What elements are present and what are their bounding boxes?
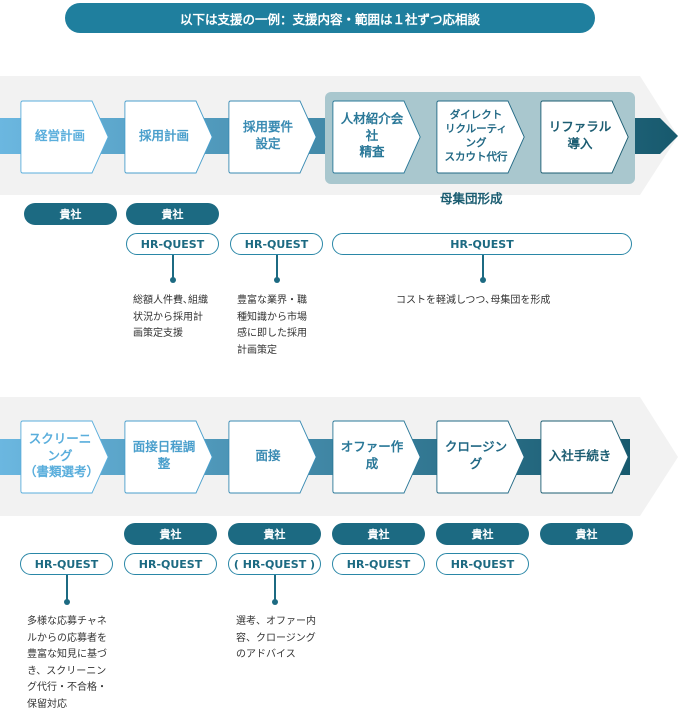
process-step: 入社手続き — [540, 420, 629, 494]
hrquest-badge: ( HR-QUEST ) — [228, 553, 321, 575]
note: 豊富な業界・職 種知識から市場 感に即した採用 計画策定 — [237, 295, 307, 356]
company-badge: 貴社 — [332, 523, 425, 545]
company-badge: 貴社 — [24, 203, 117, 225]
step-label: 採用計画 — [138, 127, 189, 143]
note: 総額人件費､組織 状況から採用計 画策定支援 — [133, 295, 208, 339]
hrquest-badge: HR-QUEST — [126, 233, 219, 255]
note: 多様な応募チャネ ルからの応募者を 豊富な知見に基づ き、スクリーニン グ代行・… — [27, 616, 107, 710]
step-label: リファラル 導入 — [548, 119, 612, 151]
process-step: 面接日程調整 — [124, 420, 213, 494]
step-label: 採用要件 設定 — [242, 119, 293, 151]
process-step: クロージング — [436, 420, 525, 494]
note: 選考、オファー内 容、クロージング のアドバイス — [236, 616, 316, 660]
step-label: クロージング — [444, 439, 508, 471]
group-label: 母集団形成 — [440, 191, 503, 206]
step-label: オファー作成 — [340, 439, 404, 471]
connector-line — [276, 255, 278, 279]
company-badge: 貴社 — [228, 523, 321, 545]
hrquest-badge: HR-QUEST — [436, 553, 529, 575]
connector-dot — [272, 599, 278, 605]
process-step: 採用計画 — [124, 100, 213, 174]
hrquest-badge: HR-QUEST — [230, 233, 323, 255]
hrquest-badge: HR-QUEST — [332, 233, 632, 255]
company-badge: 貴社 — [540, 523, 633, 545]
process-step: 経営計画 — [20, 100, 109, 174]
process-step: オファー作成 — [332, 420, 421, 494]
connector-line — [274, 575, 276, 601]
step-label: 入社手続き — [548, 447, 612, 463]
company-badge: 貴社 — [436, 523, 529, 545]
connector-dot — [274, 277, 280, 283]
process-step: 人材紹介会社 精査 — [332, 100, 421, 174]
connector-dot — [64, 599, 70, 605]
process-step: 面接 — [228, 420, 317, 494]
step-label: スクリーニング （書類選考） — [24, 430, 100, 480]
connector-line — [172, 255, 174, 279]
process-step: スクリーニング （書類選考） — [20, 420, 109, 494]
connector-line — [482, 255, 484, 279]
hrquest-badge: HR-QUEST — [124, 553, 217, 575]
step-label: 経営計画 — [34, 127, 85, 143]
step-label: ダイレクト リクルーティング スカウト代行 — [444, 108, 508, 164]
step-label: 面接 — [255, 447, 281, 463]
process-step: 採用要件 設定 — [228, 100, 317, 174]
hrquest-badge: HR-QUEST — [332, 553, 425, 575]
process-step: リファラル 導入 — [540, 100, 629, 174]
step-label: 人材紹介会社 精査 — [340, 110, 404, 160]
company-badge: 貴社 — [124, 523, 217, 545]
company-badge: 貴社 — [126, 203, 219, 225]
connector-dot — [170, 277, 176, 283]
connector-dot — [480, 277, 486, 283]
connector-line — [66, 575, 68, 601]
process-step: ダイレクト リクルーティング スカウト代行 — [436, 100, 525, 174]
support-scope-banner: 以下は支援の一例：支援内容・範囲は１社ずつ応相談 — [65, 3, 595, 33]
hrquest-badge: HR-QUEST — [20, 553, 113, 575]
step-label: 面接日程調整 — [132, 439, 196, 471]
note: コストを軽減しつつ､母集団を形成 — [396, 295, 551, 306]
